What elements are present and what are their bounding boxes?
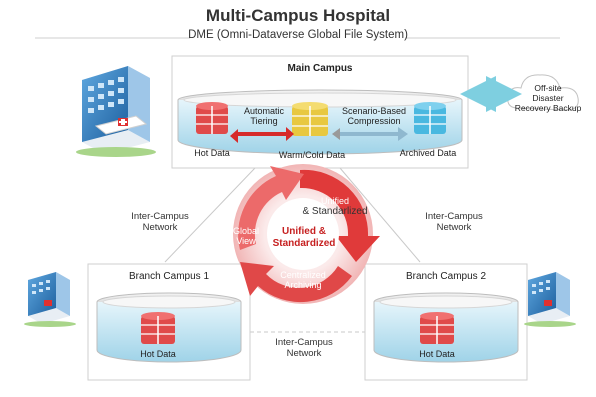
hospital-building-icon xyxy=(24,272,76,327)
page-title: Multi-Campus Hospital xyxy=(205,6,391,25)
branch1-database-icon xyxy=(141,312,175,344)
branch2-database-icon xyxy=(420,312,454,344)
branch1-hot-label: Hot Data xyxy=(140,349,176,359)
hospital-building-icon xyxy=(76,66,156,157)
branch1-title: Branch Campus 1 xyxy=(128,271,210,282)
cycle-arrows-icon xyxy=(233,164,380,304)
warm-database-icon xyxy=(292,102,328,136)
main-campus-title: Main Campus xyxy=(287,63,353,74)
compression-arrow xyxy=(332,127,408,141)
main-archived-label: Archived Data xyxy=(399,148,457,158)
cycle-label-unified: Unified& Standarlized xyxy=(302,196,368,218)
branch2-title: Branch Campus 2 xyxy=(405,271,487,282)
page-subtitle: DME (Omni-Dataverse Global File System) xyxy=(188,29,408,41)
tiering-arrow xyxy=(230,127,294,143)
main-warm-label: Warm/Cold Data xyxy=(278,150,346,160)
branch2-hot-label: Hot Data xyxy=(419,349,455,359)
archived-database-icon xyxy=(414,102,446,134)
hospital-building-icon xyxy=(524,272,576,327)
network-lines xyxy=(164,167,421,333)
hot-database-icon xyxy=(196,102,228,134)
main-hot-label: Hot Data xyxy=(194,148,230,158)
cycle-center-label: Unified &Standardized xyxy=(272,226,336,249)
